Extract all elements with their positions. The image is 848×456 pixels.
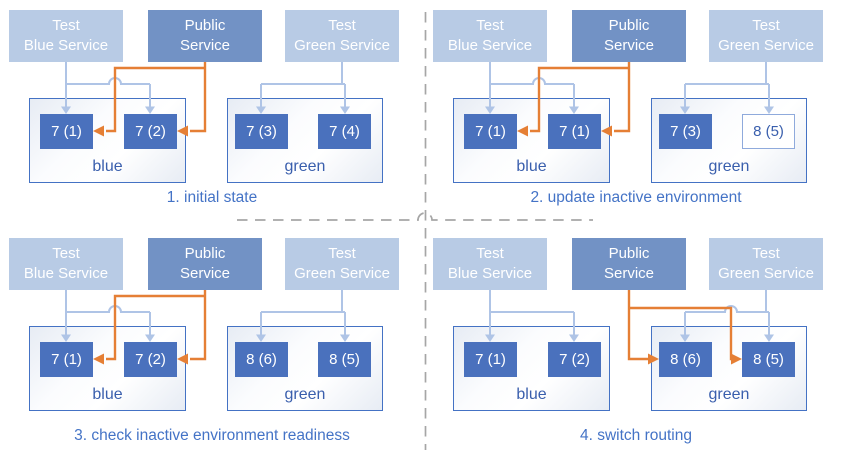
service-label-line: Blue Service xyxy=(23,37,109,54)
panel-caption: 3. check inactive environment readiness xyxy=(74,427,350,444)
test-green-service-box: Test Green Service xyxy=(285,238,399,290)
pod-blue-1: 7 (1) xyxy=(464,114,517,149)
test-blue-service-box: Test Blue Service xyxy=(9,10,123,62)
service-label-line: Test xyxy=(476,17,504,34)
panel-caption: 1. initial state xyxy=(166,189,258,206)
service-label-line: Test xyxy=(752,245,780,262)
green-environment-label: green xyxy=(284,158,326,175)
panel-update-inactive-environment: Test Blue Service Public Service Test Gr… xyxy=(424,0,848,228)
wire-segment xyxy=(190,290,207,361)
panel-switch-routing: Test Blue Service Public Service Test Gr… xyxy=(424,228,848,456)
service-label-line: Blue Service xyxy=(447,37,533,54)
test-green-service-box: Test Green Service xyxy=(285,10,399,62)
wire-segment xyxy=(685,305,769,313)
service-label-line: Test xyxy=(752,17,780,34)
pod-blue-2: 7 (2) xyxy=(124,114,177,149)
pod-green-2-updating: 8 (5) xyxy=(742,114,795,149)
wire-segment xyxy=(66,77,150,85)
service-label-line: Public xyxy=(184,245,226,262)
panel-caption: 2. update inactive environment xyxy=(530,189,742,206)
service-label-line: Blue Service xyxy=(23,265,109,282)
blue-environment-label: blue xyxy=(516,386,547,403)
public-service-box: Public Service xyxy=(572,238,686,290)
wire-segment xyxy=(66,305,150,313)
service-label-line: Service xyxy=(179,265,231,282)
public-service-box: Public Service xyxy=(148,238,262,290)
service-label-line: Service xyxy=(179,37,231,54)
test-green-service-box: Test Green Service xyxy=(709,238,823,290)
service-label-line: Green Service xyxy=(294,265,390,282)
pod-green-2: 7 (4) xyxy=(318,114,371,149)
service-label-line: Green Service xyxy=(718,37,814,54)
pod-green-1: 8 (6) xyxy=(659,342,712,377)
panel-check-inactive-environment-readiness: Test Blue Service Public Service Test Gr… xyxy=(0,228,424,456)
service-label-line: Green Service xyxy=(294,37,390,54)
blue-environment-label: blue xyxy=(92,386,123,403)
wire-segment xyxy=(190,62,207,133)
service-label-line: Public xyxy=(608,17,650,34)
wire-segment xyxy=(627,290,650,361)
service-label-line: Blue Service xyxy=(447,265,533,282)
pod-green-1: 7 (3) xyxy=(235,114,288,149)
service-label-line: Test xyxy=(476,245,504,262)
service-label-line: Test xyxy=(328,245,356,262)
service-label-line: Test xyxy=(328,17,356,34)
test-blue-service-box: Test Blue Service xyxy=(9,238,123,290)
pod-green-2: 8 (5) xyxy=(318,342,371,377)
public-service-box: Public Service xyxy=(148,10,262,62)
pod-green-1: 7 (3) xyxy=(659,114,712,149)
pod-blue-2: 7 (2) xyxy=(124,342,177,377)
pod-green-1: 8 (6) xyxy=(235,342,288,377)
panel-initial-state: Test Blue Service Public Service Test Gr… xyxy=(0,0,424,228)
green-environment-label: green xyxy=(708,386,750,403)
pod-green-2: 8 (5) xyxy=(742,342,795,377)
service-label-line: Service xyxy=(603,265,655,282)
pod-blue-2: 7 (2) xyxy=(548,342,601,377)
wire-segment xyxy=(490,77,574,85)
service-label-line: Green Service xyxy=(718,265,814,282)
pod-blue-1: 7 (1) xyxy=(40,114,93,149)
green-environment-label: green xyxy=(708,158,750,175)
service-label-line: Service xyxy=(603,37,655,54)
wire-segment xyxy=(614,62,631,133)
test-green-service-box: Test Green Service xyxy=(709,10,823,62)
pod-blue-1: 7 (1) xyxy=(464,342,517,377)
test-blue-service-box: Test Blue Service xyxy=(433,238,547,290)
service-label-line: Test xyxy=(52,17,80,34)
panel-caption: 4. switch routing xyxy=(580,427,692,444)
service-label-line: Public xyxy=(184,17,226,34)
pod-blue-2: 7 (1) xyxy=(548,114,601,149)
test-blue-service-box: Test Blue Service xyxy=(433,10,547,62)
service-label-line: Public xyxy=(608,245,650,262)
blue-environment-label: blue xyxy=(92,158,123,175)
service-label-line: Test xyxy=(52,245,80,262)
blue-environment-label: blue xyxy=(516,158,547,175)
green-environment-label: green xyxy=(284,386,326,403)
public-service-box: Public Service xyxy=(572,10,686,62)
pod-blue-1: 7 (1) xyxy=(40,342,93,377)
